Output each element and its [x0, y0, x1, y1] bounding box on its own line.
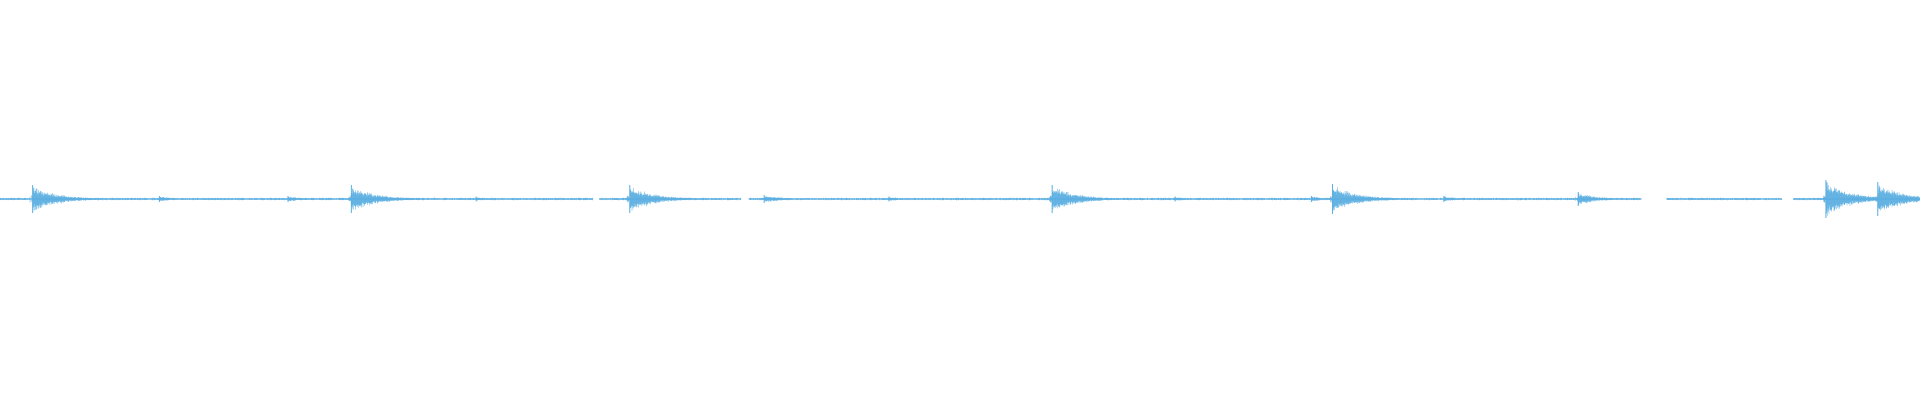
waveform-series [0, 180, 1920, 218]
